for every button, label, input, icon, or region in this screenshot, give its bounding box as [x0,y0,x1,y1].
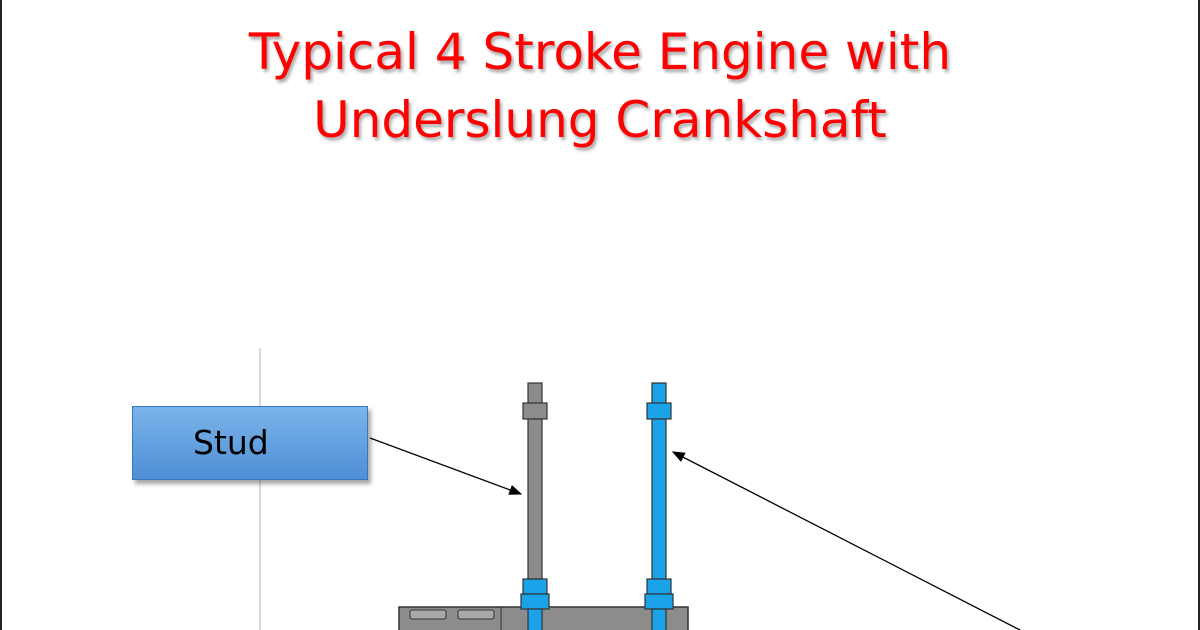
stud-blue-shaft [651,418,667,580]
title-line-1: Typical 4 Stroke Engine with [248,23,952,81]
stud-blue-nut [646,402,672,420]
stud-gray-washer [520,593,550,610]
stud-blue-cap [651,382,667,406]
stud-pointer-arrow [369,437,523,495]
stud-blue [644,382,674,630]
stud-gray-cap [527,382,543,406]
engine-block-slot-2 [457,609,495,620]
title-line-2: Underslung Crankshaft [313,91,887,149]
stud-gray-lower-nut [522,578,548,595]
stud-blue-lower-shaft [651,608,667,630]
page-title: Typical 4 Stroke Engine with Underslung … [0,18,1200,154]
stud-gray-nut [522,402,548,420]
stud-blue-washer [644,593,674,610]
engine-block-slot-1 [409,609,447,620]
stud-gray-shaft [527,418,543,580]
engine-block [398,606,689,630]
stud-label: Stud [193,423,269,462]
stud-gray [520,382,550,630]
stud-label-box: Stud [132,406,368,480]
stud-blue-lower-nut [646,578,672,595]
stud-blue-pointer-arrow [671,451,1021,630]
stud-gray-lower-shaft [527,608,543,630]
